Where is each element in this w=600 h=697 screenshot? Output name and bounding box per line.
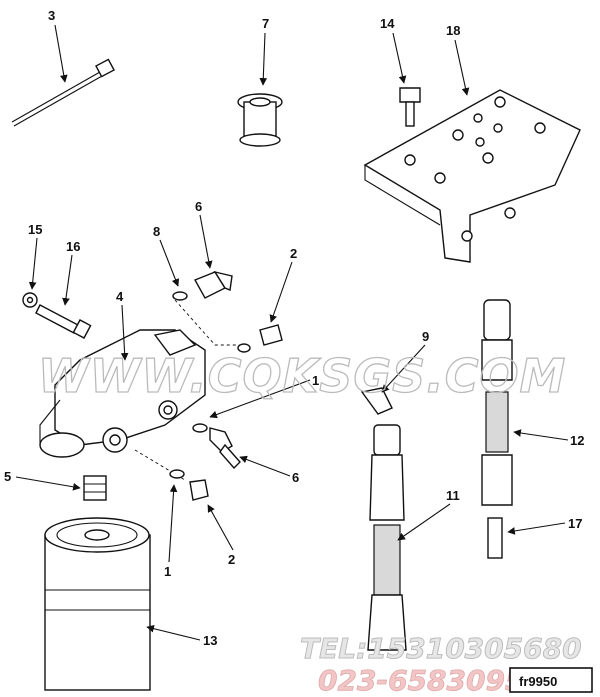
plug-upper bbox=[237, 324, 283, 353]
leader-lines bbox=[15, 24, 569, 641]
filter-head-part bbox=[39, 299, 245, 481]
watermark: WWW.CQKSGS.COM TEL:15310305680 023-65830… bbox=[37, 348, 582, 697]
callout-13: 13 bbox=[203, 633, 217, 648]
elbow-fitting-upper bbox=[172, 270, 233, 301]
callout-8: 8 bbox=[153, 224, 160, 239]
contact-phone: 023-65830950 bbox=[318, 664, 544, 697]
callout-4: 4 bbox=[116, 289, 124, 304]
callout-18: 18 bbox=[446, 23, 460, 38]
cable-tie-part bbox=[11, 58, 115, 127]
callout-6: 6 bbox=[195, 199, 202, 214]
washer-bolt-part bbox=[22, 292, 92, 339]
callout-labels: 3 7 14 18 15 16 8 6 2 4 1 9 12 6 11 5 1 … bbox=[4, 8, 584, 648]
bolt-part bbox=[399, 87, 421, 127]
contact-tel: TEL:15310305680 bbox=[300, 632, 582, 665]
callout-5: 5 bbox=[4, 469, 11, 484]
bushing-part bbox=[237, 93, 283, 147]
callout-2b: 2 bbox=[228, 552, 235, 567]
callout-2: 2 bbox=[290, 246, 297, 261]
mounting-bracket-part bbox=[363, 89, 581, 263]
callout-12: 12 bbox=[570, 433, 584, 448]
elbow-fitting-lower bbox=[192, 423, 241, 470]
callout-16: 16 bbox=[66, 239, 80, 254]
figure-id-box: fr9950 bbox=[509, 667, 593, 693]
plug-lower bbox=[169, 469, 209, 501]
callout-1: 1 bbox=[312, 373, 319, 388]
callout-17: 17 bbox=[568, 516, 582, 531]
figure-id: fr9950 bbox=[519, 674, 557, 689]
hose-assembly-right bbox=[481, 299, 513, 559]
callout-11: 11 bbox=[446, 488, 460, 503]
callout-7: 7 bbox=[262, 16, 269, 31]
nipple-part bbox=[83, 475, 107, 501]
hose-assembly-left bbox=[360, 387, 407, 651]
callout-3: 3 bbox=[48, 8, 55, 23]
callout-9: 9 bbox=[422, 329, 429, 344]
callout-14: 14 bbox=[380, 16, 395, 31]
filter-canister-part bbox=[44, 517, 151, 691]
callout-6b: 6 bbox=[292, 470, 299, 485]
callout-1b: 1 bbox=[164, 564, 171, 579]
watermark-text: WWW.CQKSGS.COM bbox=[38, 349, 566, 403]
callout-15: 15 bbox=[28, 222, 42, 237]
